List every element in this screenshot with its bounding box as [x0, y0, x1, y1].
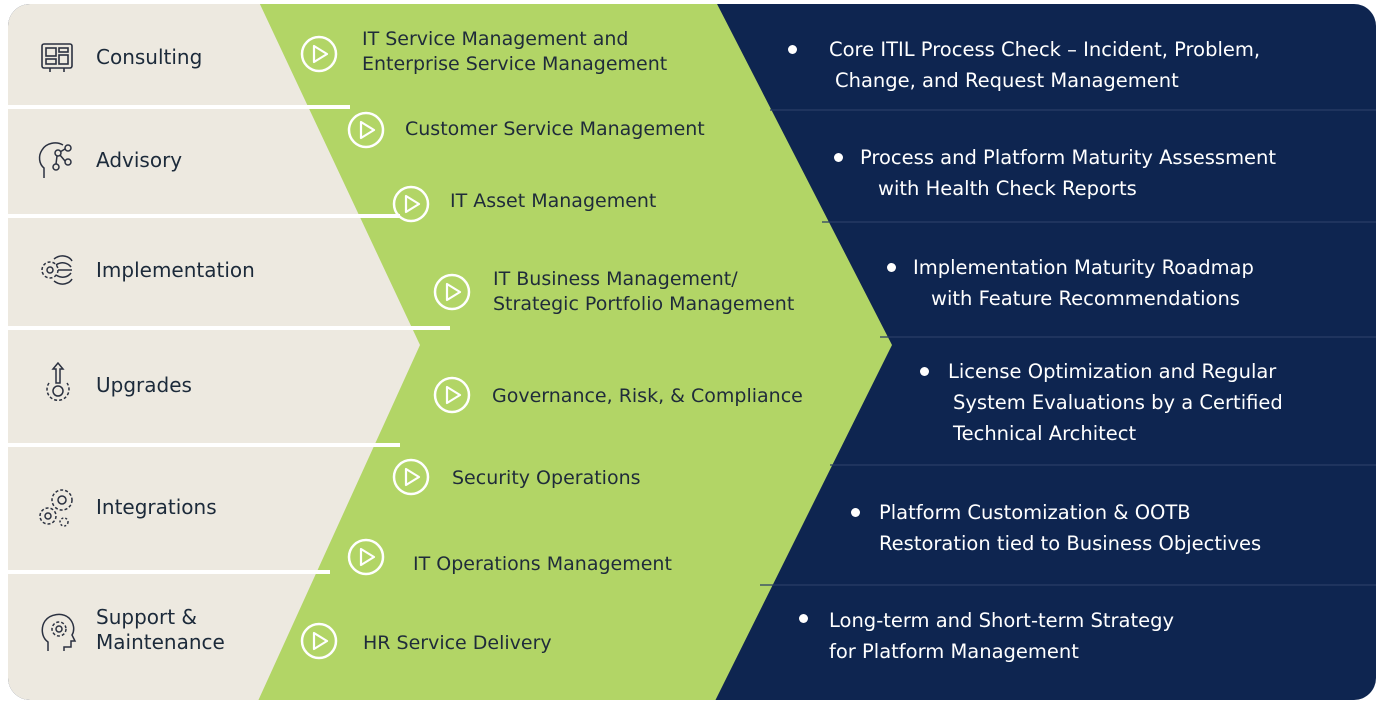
stage-label: Upgrades [96, 373, 192, 397]
stage-label-line: Maintenance [96, 630, 225, 654]
service-item: Security Operations [452, 467, 641, 489]
outcome-line: for Platform Management [829, 640, 1079, 663]
outcome-item: Implementation Maturity Roadmap with Fea… [913, 252, 1254, 314]
bullet-dot [920, 367, 929, 376]
bullet-dot [834, 153, 843, 162]
play-icon [433, 376, 471, 414]
service-item: Governance, Risk, & Compliance [492, 385, 803, 407]
stage-label: Consulting [96, 45, 203, 69]
outcome-line: Core ITIL Process Check – Incident, Prob… [829, 38, 1261, 61]
head-network-icon [38, 142, 72, 178]
service-label-line: Enterprise Service Management [362, 53, 668, 75]
navy-dividers [760, 109, 1376, 586]
play-icon [300, 622, 338, 660]
outcome-line: Change, and Request Management [835, 69, 1179, 92]
outcome-item: Platform Customization & OOTB Restoratio… [879, 497, 1261, 559]
stage-label: Implementation [96, 258, 255, 282]
outcome-line: Platform Customization & OOTB [879, 501, 1191, 524]
outcome-line: Process and Platform Maturity Assessment [860, 146, 1277, 169]
play-icon [392, 185, 430, 223]
outcome-item: Long-term and Short-term Strategy for Pl… [829, 605, 1174, 667]
outcome-item: License Optimization and Regular System … [948, 356, 1283, 449]
service-item: IT Asset Management [450, 190, 657, 212]
gear-arrow-up-icon [46, 361, 70, 402]
outcome-item: Core ITIL Process Check – Incident, Prob… [829, 34, 1260, 96]
outcome-line: Implementation Maturity Roadmap [913, 256, 1254, 279]
dashboard-icon [41, 43, 73, 72]
bullet-dot [851, 508, 860, 517]
play-icon [300, 35, 338, 73]
gears-icon [39, 489, 73, 527]
service-item: HR Service Delivery [363, 632, 552, 654]
outcome-line: License Optimization and Regular [948, 360, 1277, 383]
row-dividers [8, 105, 450, 574]
outcome-line: with Feature Recommendations [931, 287, 1240, 310]
bullet-dot [799, 614, 808, 623]
outcome-item: Process and Platform Maturity Assessment… [860, 142, 1276, 204]
service-item: IT Service Management and Enterprise Ser… [362, 27, 667, 77]
outcome-line: System Evaluations by a Certified [953, 391, 1283, 414]
gear-circuit-icon [41, 255, 73, 285]
service-label-line: Strategic Portfolio Management [493, 293, 795, 315]
outcome-line: Long-term and Short-term Strategy [829, 609, 1175, 632]
head-gear-icon [41, 613, 77, 651]
bullet-dot [887, 263, 896, 272]
play-icon [433, 273, 471, 311]
green-chevron [258, 4, 892, 700]
service-item: Customer Service Management [405, 118, 705, 140]
bullet-dot [788, 45, 797, 54]
service-item: IT Business Management/ Strategic Portfo… [493, 267, 794, 317]
service-item: IT Operations Management [413, 553, 672, 575]
stage-label: Integrations [96, 495, 217, 519]
play-icon [392, 458, 430, 496]
outcome-line: with Health Check Reports [878, 177, 1137, 200]
stage-label: Support & Maintenance [96, 605, 225, 655]
outcome-line: Technical Architect [953, 422, 1137, 445]
stage-label: Advisory [96, 148, 183, 172]
play-icon [347, 538, 385, 576]
stage-label-line: Support & [96, 605, 198, 629]
service-label-line: IT Business Management/ [493, 268, 738, 290]
service-label-line: IT Service Management and [362, 28, 629, 50]
outcome-line: Restoration tied to Business Objectives [879, 532, 1262, 555]
play-icon [347, 111, 385, 149]
